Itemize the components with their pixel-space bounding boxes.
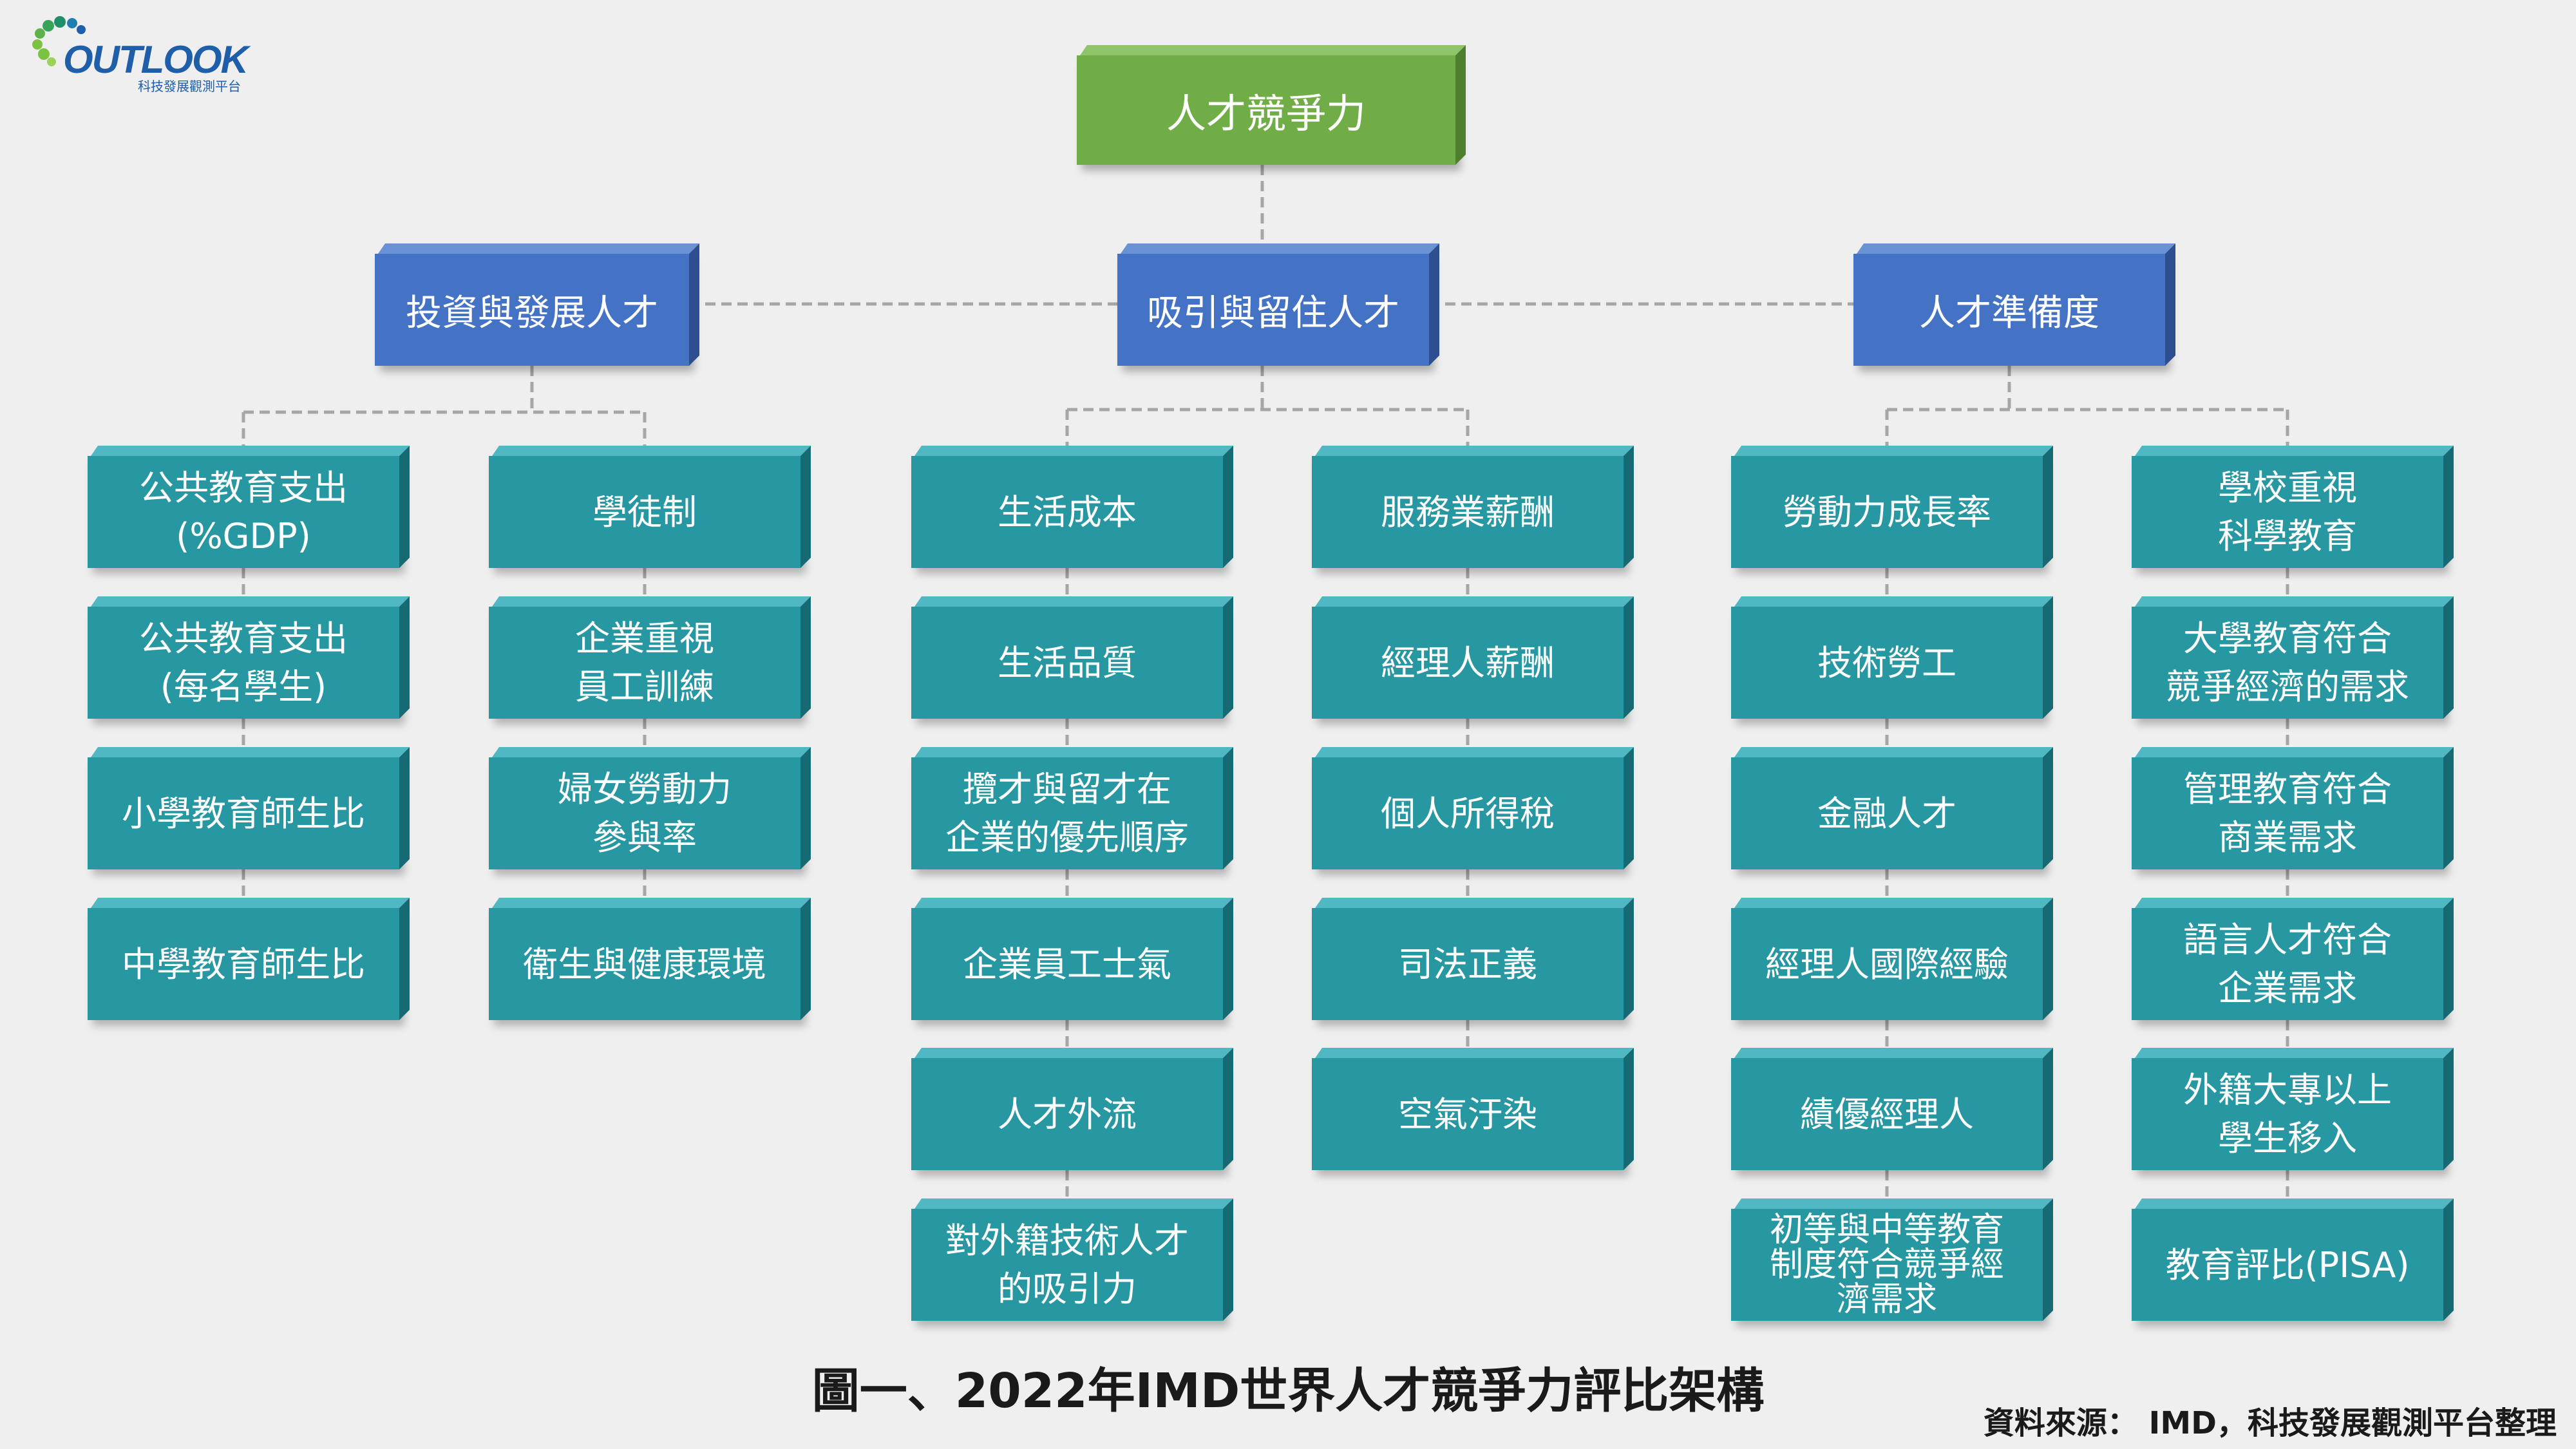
- metric-label: 金融人才: [1817, 793, 1956, 834]
- metric-label: 司法正義: [1398, 943, 1537, 985]
- metric-node: 大學教育符合 競爭經濟的需求: [2132, 607, 2443, 719]
- metric-node: 金融人才: [1731, 757, 2043, 869]
- metric-label: 初等與中等教育 制度符合競爭經 濟需求: [1769, 1211, 2004, 1319]
- metric-label: 攬才與留才在 企業的優先順序: [945, 769, 1189, 858]
- metric-label: 生活成本: [998, 491, 1137, 533]
- metric-node: 經理人薪酬: [1312, 607, 1624, 719]
- category-label: 投資與發展人才: [406, 292, 658, 334]
- metric-label: 經理人薪酬: [1381, 642, 1555, 683]
- metric-node: 生活成本: [911, 456, 1223, 568]
- metric-label: 人才外流: [998, 1094, 1137, 1135]
- metric-node: 教育評比(PISA): [2132, 1209, 2443, 1321]
- metric-label: 中學教育師生比: [122, 943, 365, 985]
- metric-label: 學徒制: [592, 491, 697, 533]
- metric-node: 公共教育支出 (每名學生): [88, 607, 399, 719]
- category-node-attract: 吸引與留住人才: [1117, 254, 1429, 366]
- metric-node: 小學教育師生比: [88, 757, 399, 869]
- metric-node: 攬才與留才在 企業的優先順序: [911, 757, 1223, 869]
- metric-label: 學校重視 科學教育: [2218, 468, 2357, 556]
- figure-caption: 圖一、2022年IMD世界人才競爭力評比架構: [811, 1363, 1765, 1419]
- metric-node: 學徒制: [489, 456, 800, 568]
- metric-label: 技術勞工: [1817, 642, 1956, 683]
- category-node-invest: 投資與發展人才: [375, 254, 689, 366]
- metric-label: 公共教育支出 (每名學生): [139, 618, 348, 707]
- metric-node: 技術勞工: [1731, 607, 2043, 719]
- metric-node: 個人所得稅: [1312, 757, 1624, 869]
- metric-node: 企業重視 員工訓練: [489, 607, 800, 719]
- metric-label: 生活品質: [998, 642, 1137, 683]
- metric-label: 外籍大專以上 學生移入: [2183, 1070, 2392, 1159]
- metric-label: 服務業薪酬: [1381, 491, 1555, 533]
- logo-subtitle: 科技發展觀測平台: [138, 79, 241, 94]
- metric-node: 初等與中等教育 制度符合競爭經 濟需求: [1731, 1209, 2043, 1321]
- metric-label: 管理教育符合 商業需求: [2183, 769, 2392, 858]
- metric-node: 衛生與健康環境: [489, 908, 800, 1020]
- category-label: 人才準備度: [1919, 292, 2099, 334]
- logo-wordmark: OUTLOOK: [63, 38, 249, 81]
- category-node-readiness: 人才準備度: [1853, 254, 2165, 366]
- outlook-logo: OUTLOOK 科技發展觀測平台: [18, 9, 250, 94]
- metric-label: 小學教育師生比: [122, 793, 365, 834]
- metric-label: 教育評比(PISA): [2165, 1244, 2410, 1285]
- metric-label: 大學教育符合 競爭經濟的需求: [2166, 618, 2409, 707]
- metric-node: 企業員工士氣: [911, 908, 1223, 1020]
- metric-node: 生活品質: [911, 607, 1223, 719]
- metric-label: 空氣汙染: [1398, 1094, 1537, 1135]
- source-note: 資料來源： IMD，科技發展觀測平台整理: [1983, 1405, 2557, 1441]
- root-label: 人才競爭力: [1166, 90, 1366, 137]
- metric-label: 對外籍技術人才 的吸引力: [945, 1220, 1189, 1309]
- metric-label: 績優經理人: [1800, 1094, 1974, 1135]
- logo-dots-icon: [32, 16, 86, 66]
- metric-node: 外籍大專以上 學生移入: [2132, 1058, 2443, 1170]
- metric-label: 經理人國際經驗: [1765, 943, 2009, 985]
- metric-node: 中學教育師生比: [88, 908, 399, 1020]
- root-node: 人才競爭力: [1077, 55, 1455, 165]
- metric-node: 司法正義: [1312, 908, 1624, 1020]
- metric-label: 個人所得稅: [1381, 793, 1555, 834]
- metric-node: 人才外流: [911, 1058, 1223, 1170]
- metric-node: 績優經理人: [1731, 1058, 2043, 1170]
- metric-node: 對外籍技術人才 的吸引力: [911, 1209, 1223, 1321]
- metric-label: 婦女勞動力 參與率: [558, 769, 732, 858]
- metric-node: 語言人才符合 企業需求: [2132, 908, 2443, 1020]
- metric-node: 管理教育符合 商業需求: [2132, 757, 2443, 869]
- metric-node: 婦女勞動力 參與率: [489, 757, 800, 869]
- metric-label: 企業員工士氣: [963, 943, 1171, 985]
- metric-label: 公共教育支出 (%GDP): [139, 468, 348, 556]
- metric-label: 企業重視 員工訓練: [575, 618, 714, 707]
- metric-node: 勞動力成長率: [1731, 456, 2043, 568]
- metric-node: 服務業薪酬: [1312, 456, 1624, 568]
- metric-node: 公共教育支出 (%GDP): [88, 456, 399, 568]
- metric-node: 空氣汙染: [1312, 1058, 1624, 1170]
- category-label: 吸引與留住人才: [1147, 292, 1399, 334]
- metric-label: 衛生與健康環境: [523, 943, 766, 985]
- metric-label: 語言人才符合 企業需求: [2183, 920, 2392, 1009]
- metric-label: 勞動力成長率: [1783, 491, 1991, 533]
- metric-node: 學校重視 科學教育: [2132, 456, 2443, 568]
- metric-node: 經理人國際經驗: [1731, 908, 2043, 1020]
